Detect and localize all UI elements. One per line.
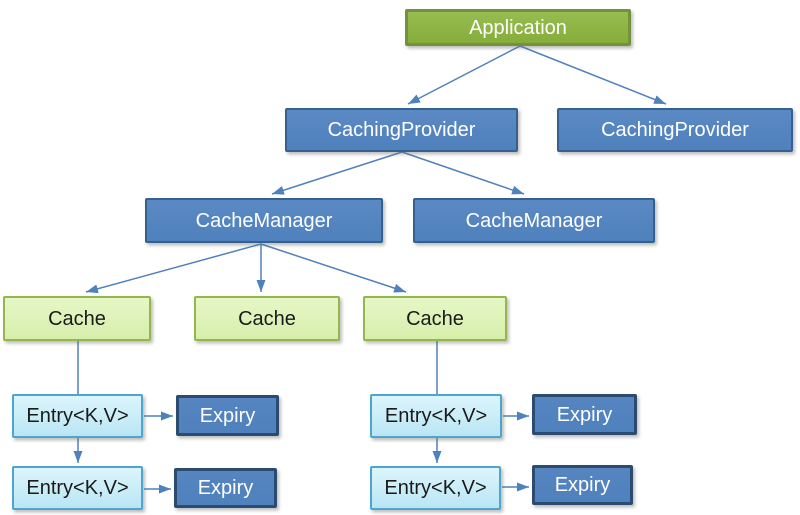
arrow-cachemanager-to-cache-1 [85, 243, 262, 294]
node-expiry-4: Expiry [532, 465, 633, 505]
node-application: Application [405, 9, 631, 46]
node-cache-3: Cache [363, 296, 507, 341]
node-expiry-2: Expiry [174, 468, 277, 508]
node-expiry-1: Expiry [176, 395, 279, 436]
node-expiry-3: Expiry [532, 394, 637, 435]
arrow-application-to-cachingprovider-left [407, 45, 521, 105]
node-cache-manager-left: CacheManager [145, 198, 383, 243]
node-entry-4: Entry<K,V> [370, 466, 501, 510]
node-entry-1: Entry<K,V> [12, 394, 143, 438]
node-cache-1: Cache [3, 296, 151, 341]
node-cache-manager-right: CacheManager [413, 198, 655, 243]
arrow-application-to-cachingprovider-right [519, 45, 667, 105]
node-entry-2: Entry<K,V> [12, 466, 143, 510]
node-cache-2: Cache [194, 296, 340, 341]
arrow-cachingprovider-to-cachemanager-right [401, 151, 525, 195]
node-caching-provider-right: CachingProvider [557, 108, 793, 152]
node-entry-3: Entry<K,V> [370, 394, 502, 438]
arrow-cachemanager-to-cache-3 [260, 243, 407, 293]
node-caching-provider-left: CachingProvider [285, 108, 518, 152]
arrow-cachingprovider-to-cachemanager-left [271, 151, 403, 195]
